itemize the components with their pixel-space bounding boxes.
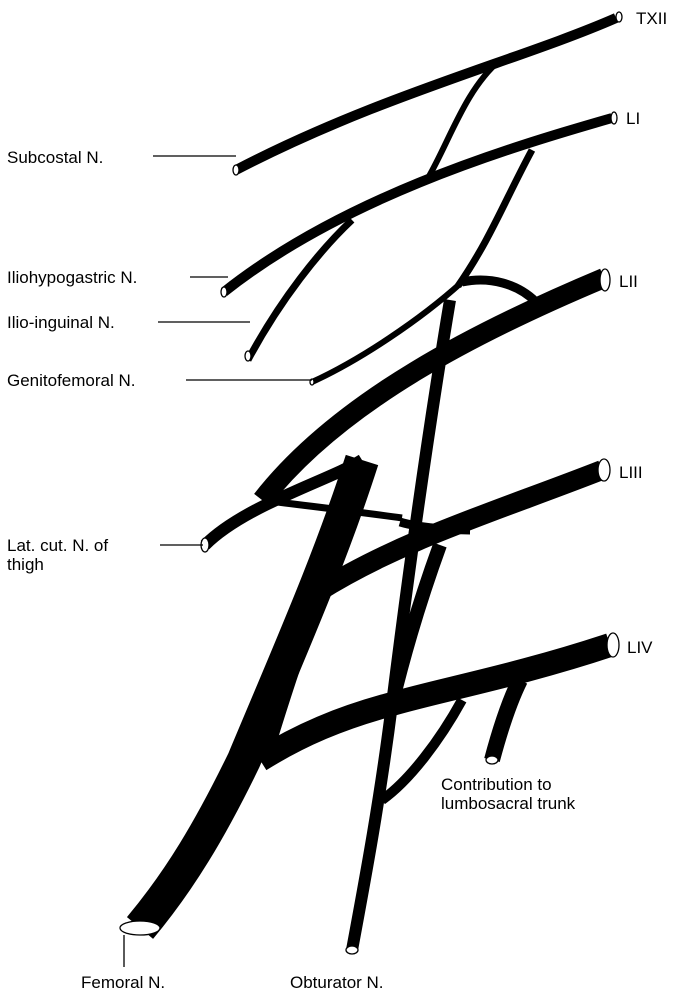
femoral-nerve bbox=[140, 460, 362, 928]
lii-root-end bbox=[600, 269, 610, 291]
obturator-label: Obturator N. bbox=[290, 973, 384, 992]
li-lii-connection bbox=[458, 150, 532, 286]
iliohypogastric-end bbox=[221, 287, 227, 297]
subcostal-end bbox=[233, 165, 239, 175]
genitofemoral-label: Genitofemoral N. bbox=[7, 371, 136, 390]
liv-root-end bbox=[607, 633, 619, 657]
root-label-liii: LIII bbox=[619, 463, 643, 482]
txii-root-end bbox=[616, 12, 622, 22]
subcostal-nerve bbox=[236, 18, 616, 170]
contribution-label-line1: Contribution to bbox=[441, 775, 552, 794]
li-root-end bbox=[611, 112, 617, 124]
femoral-label: Femoral N. bbox=[81, 973, 165, 992]
root-label-txii: TXII bbox=[636, 9, 667, 28]
liii-root-end bbox=[598, 459, 610, 481]
lumbosacral-contribution-end bbox=[486, 756, 498, 764]
root-label-liv: LIV bbox=[627, 638, 653, 657]
iliohypogastric-label: Iliohypogastric N. bbox=[7, 268, 137, 287]
femoral-end bbox=[120, 921, 160, 935]
genitofemoral-crossbar bbox=[462, 280, 536, 302]
lumbosacral-contribution bbox=[492, 680, 520, 760]
ilioinguinal-end bbox=[245, 351, 251, 361]
ilioinguinal-label: Ilio-inguinal N. bbox=[7, 313, 115, 332]
contribution-label-line2: lumbosacral trunk bbox=[441, 794, 576, 813]
root-label-li: LI bbox=[626, 109, 640, 128]
obturator-end bbox=[346, 946, 358, 954]
root-label-lii: LII bbox=[619, 272, 638, 291]
subcostal-label: Subcostal N. bbox=[7, 148, 103, 167]
lat-cut-label-line1: Lat. cut. N. of bbox=[7, 536, 108, 555]
lat-cut-label-line2: thigh bbox=[7, 555, 44, 574]
